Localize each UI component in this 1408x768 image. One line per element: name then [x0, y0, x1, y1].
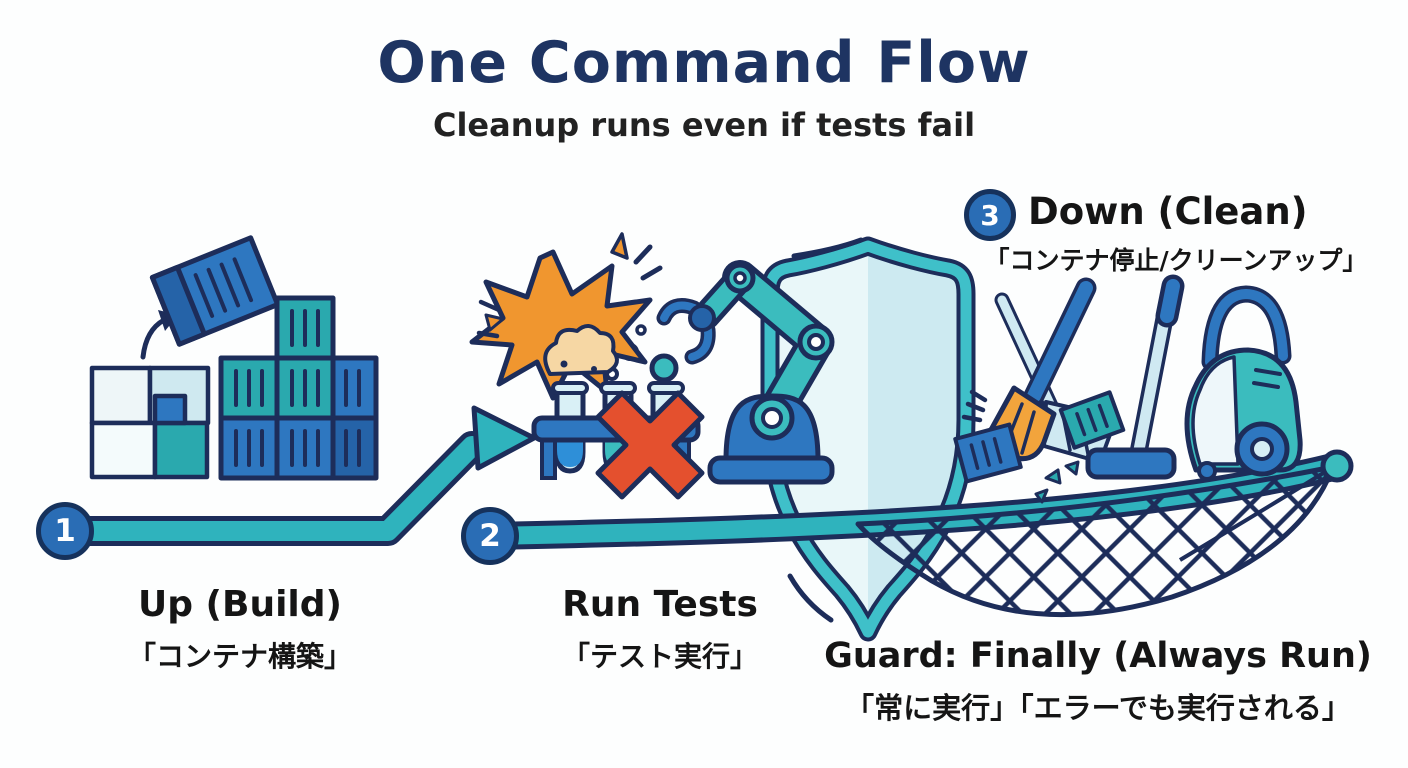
step-3-number: 3	[980, 198, 1000, 232]
container-stack-icon	[218, 295, 379, 481]
robot-arm-icon	[605, 260, 835, 485]
flow-end-knob	[1320, 449, 1354, 483]
fail-x-icon	[595, 390, 705, 500]
flying-container-icon	[149, 235, 281, 347]
explosion-icon	[469, 232, 663, 401]
step-3-label: Down (Clean)	[1028, 190, 1308, 233]
guard-caption: 「常に実行」「エラーでも実行される」	[845, 691, 1351, 725]
step-2-label-block: Run Tests 「テスト実行」	[478, 584, 842, 675]
step-1-label: Up (Build)	[138, 584, 342, 625]
debris-icon	[1034, 460, 1080, 504]
guard-label-block: Guard: Finally (Always Run) 「常に実行」「エラーでも…	[796, 636, 1400, 727]
page-title: One Command Flow	[377, 30, 1031, 96]
step-3-badge: 3	[964, 189, 1016, 241]
container-blocks-icon	[89, 365, 211, 480]
step-1-caption: 「コンテナ構築」	[127, 640, 352, 673]
flow-line-1	[50, 405, 537, 546]
page-subtitle: Cleanup runs even if tests fail	[432, 106, 976, 144]
flow-arrow-icon	[471, 405, 537, 471]
step-2-label: Run Tests	[562, 584, 758, 625]
guard-label: Guard: Finally (Always Run)	[824, 636, 1372, 676]
step-2-number: 2	[479, 518, 501, 554]
swept-container-icon	[953, 390, 1126, 504]
step-1-label-block: Up (Build) 「コンテナ構築」	[58, 584, 422, 675]
step-2-badge: 2	[461, 507, 519, 565]
step-1-badge: 1	[36, 502, 94, 560]
vacuum-cleaner-icon	[1085, 274, 1303, 481]
step-3-caption: 「コンテナ停止/クリーンアップ」	[984, 246, 1368, 275]
safety-net-icon	[855, 464, 1336, 618]
step-2-caption: 「テスト実行」	[561, 640, 758, 673]
step-1-number: 1	[54, 513, 76, 549]
